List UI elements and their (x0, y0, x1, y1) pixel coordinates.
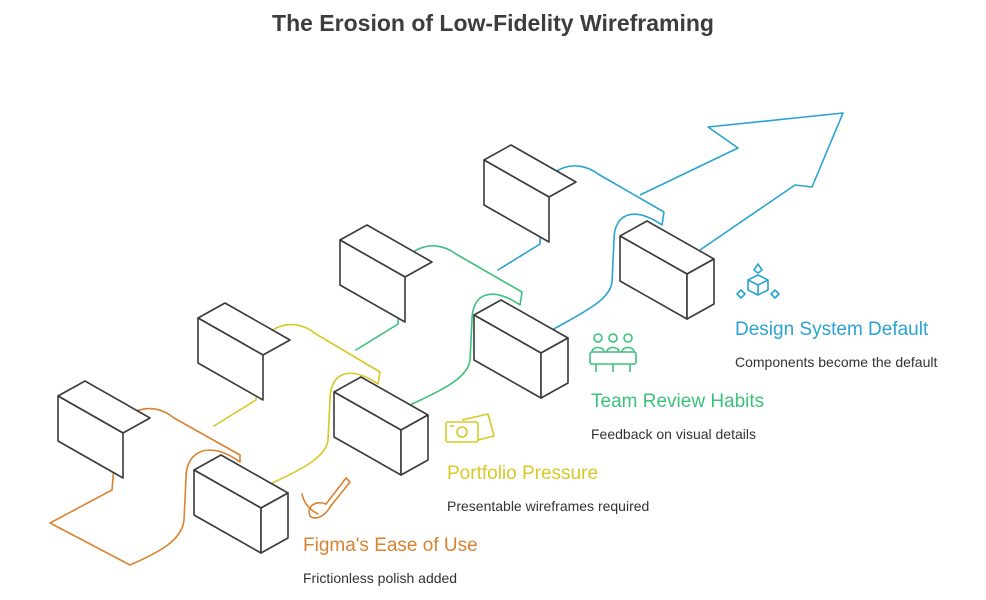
block-3-front (473, 299, 569, 399)
components-icon (736, 263, 780, 299)
team-icon (589, 333, 637, 372)
block-1-front (193, 454, 289, 554)
diagram-title: The Erosion of Low-Fidelity Wireframing (272, 10, 714, 36)
block-3-back (339, 224, 433, 323)
step-heading-team: Team Review Habits (591, 391, 765, 412)
block-1-back (57, 380, 151, 479)
block-2-front (333, 376, 429, 476)
paintbrush-icon (301, 477, 351, 519)
block-2-back (197, 302, 291, 401)
step-heading-portfolio: Portfolio Pressure (447, 463, 599, 484)
step-heading-design: Design System Default (735, 319, 929, 340)
block-4-front (619, 220, 715, 320)
growth-arrow (639, 112, 844, 251)
step-description-team: Feedback on visual details (591, 426, 756, 442)
step-description-design: Components become the default (735, 354, 938, 370)
step-description-portfolio: Presentable wireframes required (447, 498, 650, 514)
photos-icon (445, 413, 495, 443)
block-4-back (483, 144, 577, 243)
step-description-figma: Frictionless polish added (303, 570, 458, 586)
step-heading-figma: Figma's Ease of Use (303, 535, 478, 556)
